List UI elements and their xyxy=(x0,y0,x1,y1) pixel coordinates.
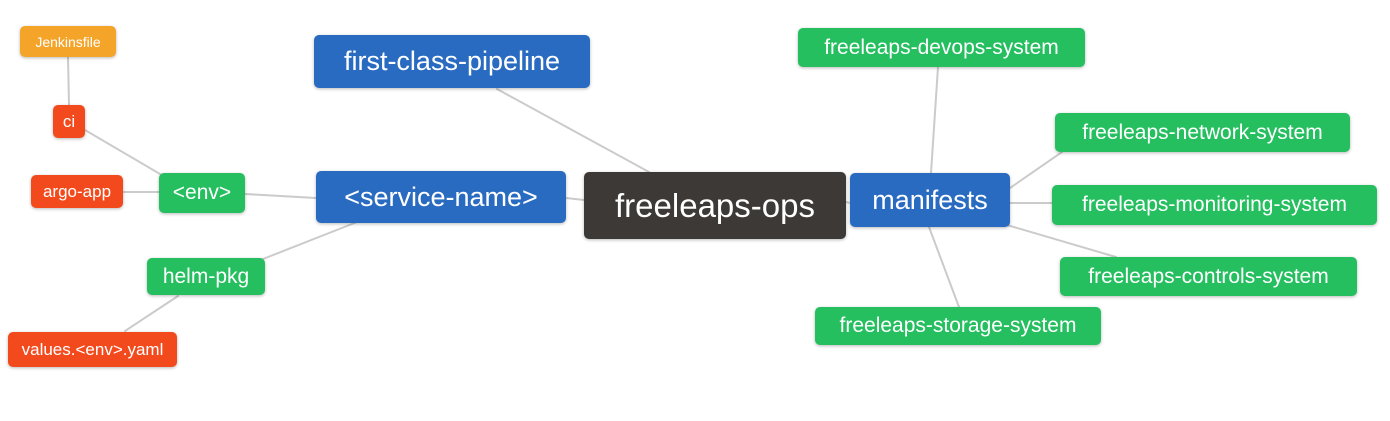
node-ci[interactable]: ci xyxy=(53,105,85,138)
node-helm-pkg[interactable]: helm-pkg xyxy=(147,258,265,295)
node-service-name[interactable]: <service-name> xyxy=(316,171,566,223)
edge-manifests-storage xyxy=(928,226,960,308)
edge-manifests-controls xyxy=(1006,224,1117,258)
edge-values-helmpkg xyxy=(124,295,179,332)
edge-servicename-root xyxy=(565,197,585,201)
edge-firstclass-root xyxy=(496,88,650,173)
node-argo-app[interactable]: argo-app xyxy=(31,175,123,208)
node-first-class-pipeline[interactable]: first-class-pipeline xyxy=(314,35,590,88)
edge-manifests-devops xyxy=(930,66,939,174)
node-freeleaps-monitoring-system[interactable]: freeleaps-monitoring-system xyxy=(1052,185,1377,225)
node-freeleaps-devops-system[interactable]: freeleaps-devops-system xyxy=(798,28,1085,67)
node-env[interactable]: <env> xyxy=(159,173,245,213)
node-freeleaps-network-system[interactable]: freeleaps-network-system xyxy=(1055,113,1350,152)
node-values-env-yaml[interactable]: values.<env>.yaml xyxy=(8,332,177,367)
node-manifests[interactable]: manifests xyxy=(850,173,1010,227)
edge-ci-env xyxy=(84,129,161,175)
edge-helmpkg-servicename xyxy=(262,221,358,260)
node-jenkinsfile[interactable]: Jenkinsfile xyxy=(20,26,116,57)
edge-root-manifests xyxy=(845,201,851,204)
edge-jenkinsfile-ci xyxy=(67,56,70,106)
node-freeleaps-controls-system[interactable]: freeleaps-controls-system xyxy=(1060,257,1357,296)
node-freeleaps-ops-root[interactable]: freeleaps-ops xyxy=(584,172,846,239)
node-freeleaps-storage-system[interactable]: freeleaps-storage-system xyxy=(815,307,1101,345)
edge-env-servicename xyxy=(244,193,317,199)
edge-manifests-network xyxy=(1009,151,1063,189)
